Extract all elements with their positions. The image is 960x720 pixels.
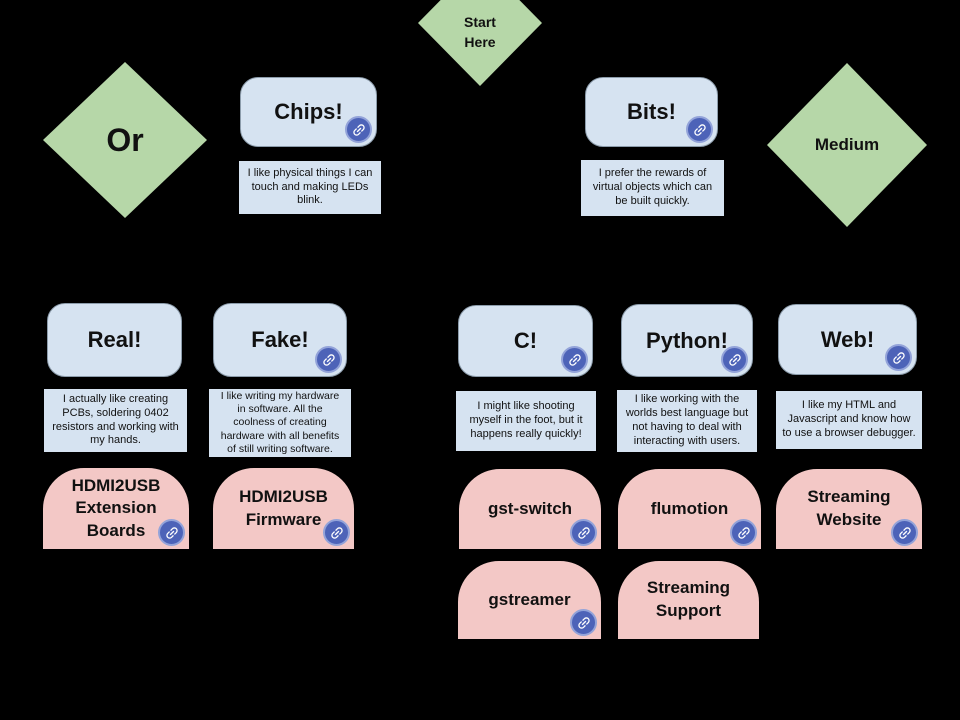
bits-description: I prefer the rewards of virtual objects …: [580, 159, 725, 217]
gst-switch-box: gst-switch: [458, 468, 602, 550]
chips-description: I like physical things I can touch and m…: [238, 160, 382, 215]
chips-box: Chips!: [240, 77, 377, 147]
web-description-text: I like my HTML and Javascript and know h…: [782, 399, 916, 439]
hdmi2usb-extension-boards-label: HDMI2USB Extension Boards: [71, 475, 161, 540]
link-icon[interactable]: [561, 346, 588, 373]
python-box: Python!: [621, 304, 753, 377]
or-diamond: Or: [43, 62, 207, 218]
chain-glyph: [165, 526, 178, 539]
link-icon[interactable]: [730, 519, 757, 546]
python-description: I like working with the worlds best lang…: [616, 389, 758, 453]
fake-description-text: I like writing my hardware in software. …: [220, 389, 340, 455]
link-icon[interactable]: [570, 519, 597, 546]
hdmi2usb-firmware-label: HDMI2USB Firmware: [239, 486, 328, 529]
chain-glyph: [577, 616, 590, 629]
hdmi2usb-extension-boards-box: HDMI2USB Extension Boards: [42, 467, 190, 550]
real-description-text: I actually like creating PCBs, soldering…: [52, 392, 179, 447]
link-icon[interactable]: [315, 346, 342, 373]
c-label: C!: [513, 328, 538, 353]
streaming-support-box: Streaming Support: [617, 560, 760, 640]
real-label: Real!: [87, 327, 142, 352]
chips-label: Chips!: [274, 99, 343, 124]
link-icon[interactable]: [885, 344, 912, 371]
c-description: I might like shooting myself in the foot…: [455, 390, 597, 452]
chain-glyph: [737, 526, 750, 539]
medium-label: Medium: [814, 135, 880, 155]
web-box: Web!: [778, 304, 917, 375]
start-here-label: Start Here: [464, 14, 496, 50]
flumotion-box: flumotion: [617, 468, 762, 550]
link-icon[interactable]: [891, 519, 918, 546]
chain-glyph: [577, 526, 590, 539]
gstreamer-box: gstreamer: [457, 560, 602, 640]
chain-glyph: [322, 353, 335, 366]
fake-description: I like writing my hardware in software. …: [208, 388, 352, 458]
chain-glyph: [330, 526, 343, 539]
start-here-diamond: Start Here: [418, 0, 542, 86]
python-label: Python!: [646, 327, 728, 353]
medium-diamond: Medium: [767, 63, 927, 227]
python-description-text: I like working with the worlds best lang…: [625, 393, 749, 447]
web-label: Web!: [820, 326, 875, 352]
bits-label: Bits!: [627, 99, 676, 124]
streaming-website-box: Streaming Website: [775, 468, 923, 550]
hdmi2usb-firmware-box: HDMI2USB Firmware: [212, 467, 355, 550]
fake-box: Fake!: [213, 303, 347, 377]
chain-glyph: [693, 123, 706, 136]
link-icon[interactable]: [345, 116, 372, 143]
bits-description-text: I prefer the rewards of virtual objects …: [592, 167, 713, 207]
or-label: Or: [106, 121, 144, 158]
link-icon[interactable]: [158, 519, 185, 546]
fake-label: Fake!: [251, 327, 309, 352]
link-icon[interactable]: [570, 609, 597, 636]
flumotion-label: flumotion: [650, 498, 729, 518]
chain-glyph: [728, 353, 741, 366]
c-box: C!: [458, 305, 593, 377]
chain-glyph: [352, 123, 365, 136]
c-description-text: I might like shooting myself in the foot…: [469, 400, 583, 440]
streaming-website-label: Streaming Website: [807, 487, 891, 529]
chips-description-text: I like physical things I can touch and m…: [247, 166, 373, 207]
chain-glyph: [898, 526, 911, 539]
real-box: Real!: [47, 303, 182, 377]
gstreamer-label: gstreamer: [488, 589, 571, 609]
link-icon[interactable]: [686, 116, 713, 143]
chain-glyph: [892, 351, 905, 364]
chain-glyph: [568, 353, 581, 366]
bits-box: Bits!: [585, 77, 718, 147]
streaming-support-label: Streaming Support: [646, 578, 731, 620]
link-icon[interactable]: [323, 519, 350, 546]
real-description: I actually like creating PCBs, soldering…: [43, 388, 188, 453]
web-description: I like my HTML and Javascript and know h…: [775, 390, 923, 450]
link-icon[interactable]: [721, 346, 748, 373]
gst-switch-label: gst-switch: [487, 498, 573, 518]
